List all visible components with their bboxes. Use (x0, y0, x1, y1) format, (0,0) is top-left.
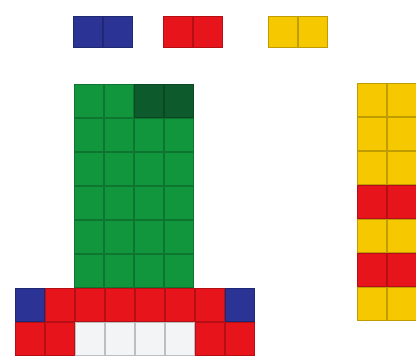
legend-red-tile-cell-red (193, 16, 223, 48)
green-tower-cell-green (134, 254, 164, 288)
green-tower-cell-green (134, 152, 164, 186)
legend-blue-tile-cell-blue (103, 16, 133, 48)
green-tower-cell-green (104, 254, 134, 288)
striped-column-cell-yellow (357, 117, 387, 151)
striped-column-cell-yellow (357, 219, 387, 253)
green-tower-cell-green (74, 118, 104, 152)
tower-base-cell-blue (225, 288, 255, 322)
legend-yellow-tile-cell-yellow (298, 16, 328, 48)
striped-column-cell-red (387, 185, 416, 219)
striped-column-cell-red (387, 253, 416, 287)
tower-base-cell-red (45, 288, 75, 322)
green-tower-cell-dark_green (164, 84, 194, 118)
green-tower-cell-green (74, 84, 104, 118)
tower-base-cell-white (165, 322, 195, 356)
legend-yellow-tile-cell-yellow (268, 16, 298, 48)
green-tower-cell-green (74, 220, 104, 254)
striped-column-cell-yellow (387, 151, 416, 185)
green-tower-cell-green (164, 186, 194, 220)
striped-column-cell-red (357, 185, 387, 219)
tower-base-cell-white (105, 322, 135, 356)
tower-base-cell-red (105, 288, 135, 322)
tower-base-cell-red (165, 288, 195, 322)
green-tower-cell-green (164, 118, 194, 152)
tower-base-cell-red (45, 322, 75, 356)
tower-base-cell-red (195, 288, 225, 322)
tower-base-cell-red (135, 288, 165, 322)
striped-column-cell-yellow (357, 151, 387, 185)
green-tower-cell-green (164, 220, 194, 254)
striped-column-cell-yellow (387, 219, 416, 253)
tower-base-cell-white (75, 322, 105, 356)
green-tower-cell-dark_green (134, 84, 164, 118)
tower-base-cell-red (15, 322, 45, 356)
green-tower-cell-green (104, 186, 134, 220)
green-tower-cell-green (134, 118, 164, 152)
striped-column-cell-yellow (387, 117, 416, 151)
tower-base-cell-red (225, 322, 255, 356)
striped-column-cell-yellow (357, 83, 387, 117)
green-tower-cell-green (104, 84, 134, 118)
tower-base-cell-red (75, 288, 105, 322)
green-tower-cell-green (134, 220, 164, 254)
striped-column-cell-yellow (387, 287, 416, 321)
green-tower-cell-green (134, 186, 164, 220)
green-tower-cell-green (74, 254, 104, 288)
green-tower-cell-green (74, 186, 104, 220)
green-tower-cell-green (104, 118, 134, 152)
green-tower-cell-green (164, 152, 194, 186)
tower-base-cell-red (195, 322, 225, 356)
striped-column-cell-yellow (357, 287, 387, 321)
green-tower-cell-green (164, 254, 194, 288)
legend-red-tile-cell-red (163, 16, 193, 48)
tower-base-cell-white (135, 322, 165, 356)
legend-blue-tile-cell-blue (73, 16, 103, 48)
striped-column-cell-yellow (387, 83, 416, 117)
green-tower-cell-green (104, 220, 134, 254)
green-tower-cell-green (74, 152, 104, 186)
tower-base-cell-blue (15, 288, 45, 322)
striped-column-cell-red (357, 253, 387, 287)
green-tower-cell-green (104, 152, 134, 186)
